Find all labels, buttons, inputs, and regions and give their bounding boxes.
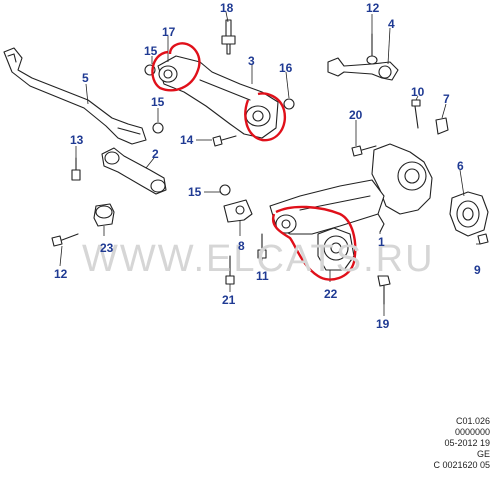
lower-link — [101, 147, 167, 195]
reference-line-5: C 0021620 05 — [433, 460, 490, 470]
callout-15-lower: 15 — [188, 185, 202, 199]
bolt-20 — [351, 145, 377, 157]
reference-line-4: GE — [476, 449, 490, 459]
callout-22: 22 — [324, 287, 338, 301]
bolt-14 — [212, 135, 237, 147]
nut-16 — [283, 98, 295, 110]
callout-5: 5 — [82, 71, 89, 85]
bush-23 — [93, 203, 115, 227]
callout-10: 10 — [411, 85, 425, 99]
callout-7: 7 — [443, 92, 450, 106]
bolt-10 — [411, 99, 421, 129]
nut-15-lower — [219, 184, 231, 196]
nut-15-mid — [152, 122, 164, 134]
upper-arm — [157, 55, 279, 139]
knuckle — [371, 143, 433, 233]
reference-line-2: 0000000 — [454, 427, 490, 437]
callout-12-lower: 12 — [54, 267, 68, 281]
highlight-trailing-arm — [271, 205, 357, 281]
bolt-9 — [477, 233, 489, 245]
callout-4: 4 — [388, 17, 395, 31]
bolt-12-lower — [51, 233, 79, 247]
callout-15-top: 15 — [144, 44, 158, 58]
bolt-19 — [377, 275, 391, 305]
highlight-front-bush — [151, 42, 201, 92]
nut-11 — [257, 233, 267, 259]
callout-17: 17 — [162, 25, 176, 39]
toe-link — [327, 33, 399, 81]
callout-20: 20 — [349, 108, 363, 122]
highlight-marks — [151, 42, 357, 281]
callout-18: 18 — [220, 1, 234, 15]
callout-13: 13 — [70, 133, 84, 147]
callout-9: 9 — [474, 263, 481, 277]
callout-16: 16 — [279, 61, 293, 75]
callout-14: 14 — [180, 133, 194, 147]
callout-19: 19 — [376, 317, 390, 331]
bracket-8 — [223, 199, 253, 223]
callout-2: 2 — [152, 147, 159, 161]
callout-11: 11 — [256, 269, 269, 283]
bolt-21 — [225, 255, 235, 285]
bush-22 — [275, 214, 355, 271]
watermark: WWW.ELCATS.RU — [82, 238, 435, 280]
callout-12-top: 12 — [366, 1, 380, 15]
reference-block: C01.026 0000000 05-2012 19 GE C 0021620 … — [433, 416, 490, 471]
reference-line-3: 05-2012 19 — [444, 438, 490, 448]
leader-lines — [59, 11, 480, 316]
callout-3: 3 — [248, 54, 255, 68]
wheel-hub — [449, 191, 489, 237]
reference-line-1: C01.026 — [455, 416, 490, 426]
callout-21: 21 — [222, 293, 236, 307]
stabilizer-bar — [3, 47, 147, 145]
bolt-18 — [221, 19, 236, 55]
callout-23: 23 — [100, 241, 114, 255]
callout-15-mid: 15 — [151, 95, 165, 109]
bolt-13 — [71, 157, 81, 181]
bracket-7 — [435, 117, 449, 135]
callout-1: 1 — [378, 235, 385, 249]
highlight-rear-bush — [244, 92, 287, 142]
callout-8: 8 — [238, 239, 245, 253]
callout-6: 6 — [457, 159, 464, 173]
